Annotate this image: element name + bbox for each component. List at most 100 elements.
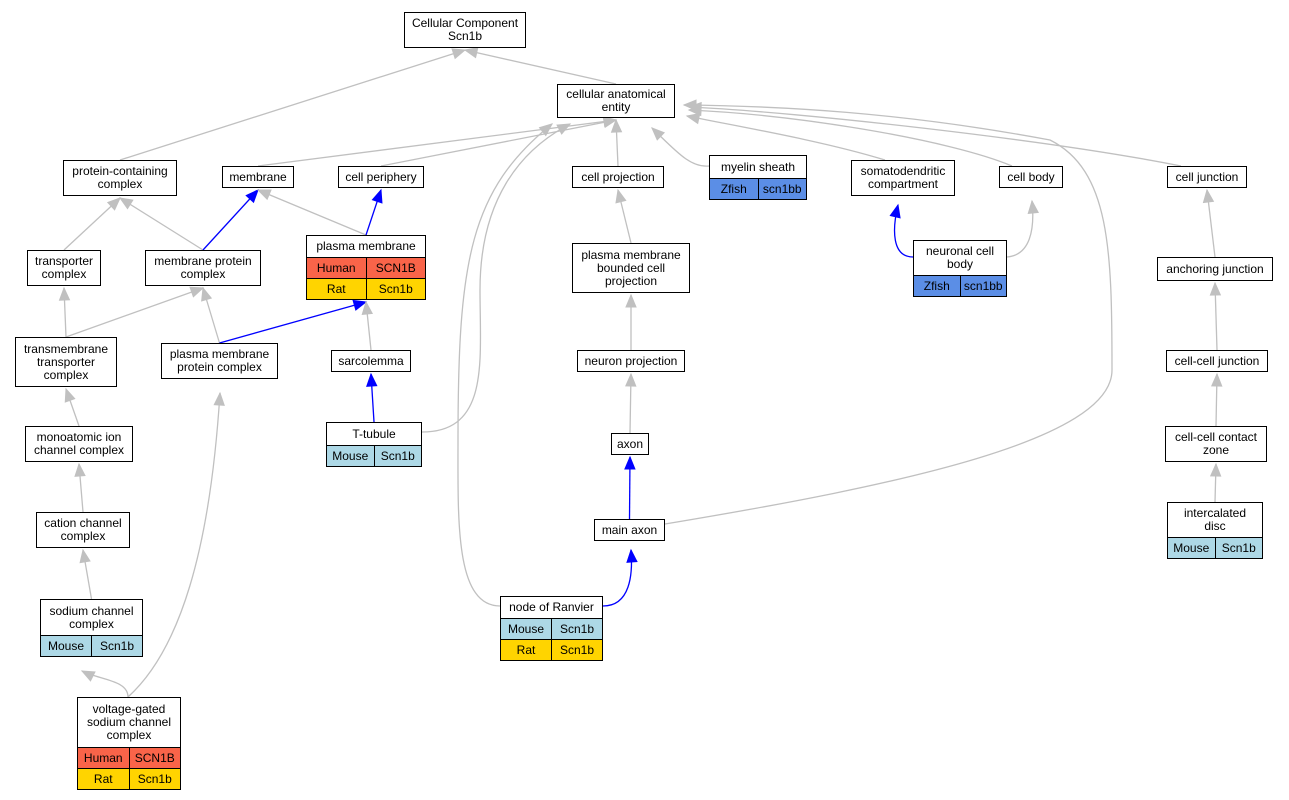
edge-pcc-to-root [119,49,466,161]
node-label: neuron projection [584,353,678,368]
node-label: intercalated disc [1183,506,1247,533]
node-somato[interactable]: somatodendritic compartment [851,160,955,196]
edge-somato-to-cae [686,115,886,161]
arrowhead [889,203,901,219]
edge-membrane-to-cae [257,119,617,167]
node-pmbcp[interactable]: plasma membrane bounded cell projection [572,243,690,293]
arrowhead [58,286,71,301]
species-organism: Rat [516,642,536,657]
node-cccz[interactable]: cell-cell contact zone [1165,426,1267,462]
species-organism: Human [316,260,356,275]
node-label: cell body [1007,169,1055,184]
node-root[interactable]: Cellular Component Scn1b [404,12,526,48]
edge-mpc-to-membrane [202,189,259,251]
node-mainaxon[interactable]: main axon [594,519,665,541]
node-label: plasma membrane protein complex [169,347,270,374]
species-row: Human SCN1B [307,257,425,278]
node-label: cation channel complex [44,516,122,543]
node-neuronproj[interactable]: neuron projection [577,350,685,372]
node-cellperiphery[interactable]: cell periphery [338,166,424,188]
node-label: node of Ranvier [509,600,594,614]
species-organism: Mouse [507,621,545,636]
node-ttc[interactable]: transmembrane transporter complex [15,337,117,387]
node-celljunction[interactable]: cell junction [1167,166,1247,188]
node-pmpc[interactable]: plasma membrane protein complex [161,343,278,379]
node-label: anchoring junction [1166,261,1264,276]
arrowhead [615,188,627,204]
node-cellprojection[interactable]: cell projection [572,166,664,188]
species-organism: Rat [326,281,346,296]
arrowhead [463,47,479,59]
node-label: somatodendritic compartment [860,164,946,191]
node-label: membrane [229,169,287,184]
arrowhead [625,372,637,387]
node-membrane[interactable]: membrane [222,166,294,188]
node-label: cell junction [1175,169,1239,184]
arrowhead [625,293,637,308]
edge-mainaxon-to-cae [664,104,1113,525]
node-ccj[interactable]: cell-cell junction [1166,350,1268,372]
node-axon[interactable]: axon [611,433,649,455]
species-gene: Scn1b [373,446,422,466]
node-monoatomic[interactable]: monoatomic ion channel complex [25,426,133,462]
node-cellbody[interactable]: cell body [999,166,1063,188]
arrowhead [79,548,91,564]
arrowhead [1209,281,1222,296]
node-label: cell periphery [345,169,417,184]
arrowhead [80,670,96,682]
edge-ranvier-to-mainaxon [602,549,633,607]
node-cae[interactable]: cellular anatomical entity [557,84,675,118]
edge-ttc-to-mpc [65,287,204,338]
node-pcc[interactable]: protein-containing complex [63,160,177,196]
edge-celljunction-to-cae [688,106,1182,167]
node-label: sodium channel complex [49,603,134,631]
edge-cae-to-root [464,49,617,85]
arrowhead [352,299,368,311]
arrowhead [189,286,205,298]
node-sarcolemma[interactable]: sarcolemma [331,350,411,372]
arrowhead [213,391,225,406]
node-label: plasma membrane bounded cell projection [581,247,681,288]
edge-transporter-to-pcc [63,197,121,251]
species-gene: SCN1B [128,748,181,768]
species-gene: scn1bb [959,276,1007,296]
node-mpc[interactable]: membrane protein complex [145,250,261,286]
arrowhead [651,127,666,141]
node-label: cellular anatomical entity [566,87,666,114]
species-organism: Mouse [47,638,85,653]
arrowhead [256,189,272,201]
node-transporter[interactable]: transporter complex [27,250,101,286]
edge-ranvier-to-cae [457,123,553,607]
node-label: main axon [601,522,658,537]
species-gene: Scn1b [365,279,426,299]
node-anchoring[interactable]: anchoring junction [1157,257,1273,281]
species-organism: Rat [93,771,113,786]
arrowhead [685,112,701,125]
arrowhead [1209,462,1222,477]
arrowhead [64,387,76,403]
node-label: Cellular Component Scn1b [411,16,519,43]
edge-pmpc-to-plasmamembrane [219,301,367,344]
edge-vgsc-to-pmpc [127,392,221,698]
node-cation[interactable]: cation channel complex [36,512,130,548]
species-gene: SCN1B [365,258,426,278]
edge-cellperiphery-to-cae [380,119,617,167]
node-label: cell-cell junction [1174,353,1260,368]
species-organism: Zfish [720,181,747,196]
